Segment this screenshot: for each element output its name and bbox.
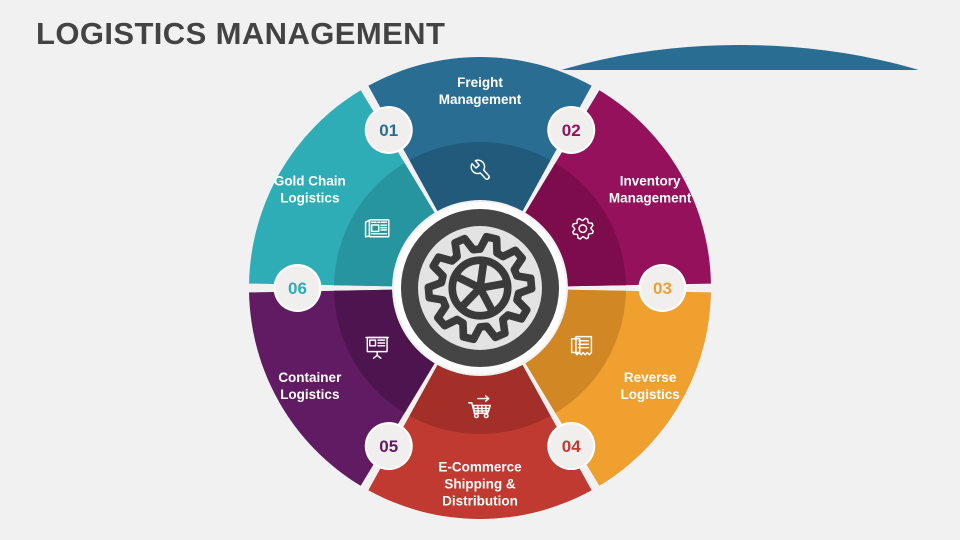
segment-number-badge[interactable]: 06 bbox=[273, 264, 322, 312]
segment-number-badge[interactable]: 03 bbox=[638, 264, 687, 312]
badge-circle bbox=[640, 266, 685, 310]
presentation-board-icon bbox=[365, 336, 390, 359]
wrench-icon bbox=[470, 159, 490, 180]
gear-wheel-icon bbox=[424, 232, 536, 344]
badge-circle bbox=[366, 424, 411, 469]
segment-inner-shade bbox=[409, 142, 551, 211]
badge-number: 05 bbox=[379, 437, 398, 456]
segment-inner-shade bbox=[409, 365, 551, 434]
badge-number: 06 bbox=[288, 279, 307, 298]
segment-number-badge[interactable]: 01 bbox=[364, 105, 413, 154]
segment-number-badge[interactable]: 02 bbox=[547, 105, 596, 154]
badge-number: 01 bbox=[379, 121, 398, 140]
decorative-swoosh bbox=[561, 45, 919, 70]
segment-inner-shade bbox=[525, 162, 626, 287]
badge-circle bbox=[549, 107, 594, 152]
badge-number: 04 bbox=[562, 437, 581, 456]
newspaper-icon bbox=[364, 219, 390, 238]
badge-number: 02 bbox=[562, 121, 581, 140]
badge-circle bbox=[549, 424, 594, 469]
badge-circle bbox=[366, 107, 411, 152]
segment-number-badge[interactable]: 04 bbox=[547, 422, 596, 471]
segment-number-badge[interactable]: 05 bbox=[364, 422, 413, 471]
gear-icon bbox=[571, 217, 594, 240]
invoice-documents-icon bbox=[570, 335, 593, 356]
shopping-cart-arrow-icon bbox=[468, 395, 492, 419]
center-hub[interactable] bbox=[394, 202, 566, 374]
badge-circle bbox=[275, 266, 320, 310]
badge-number: 03 bbox=[653, 279, 672, 298]
page-title: LOGISTICS MANAGEMENT bbox=[36, 16, 446, 51]
